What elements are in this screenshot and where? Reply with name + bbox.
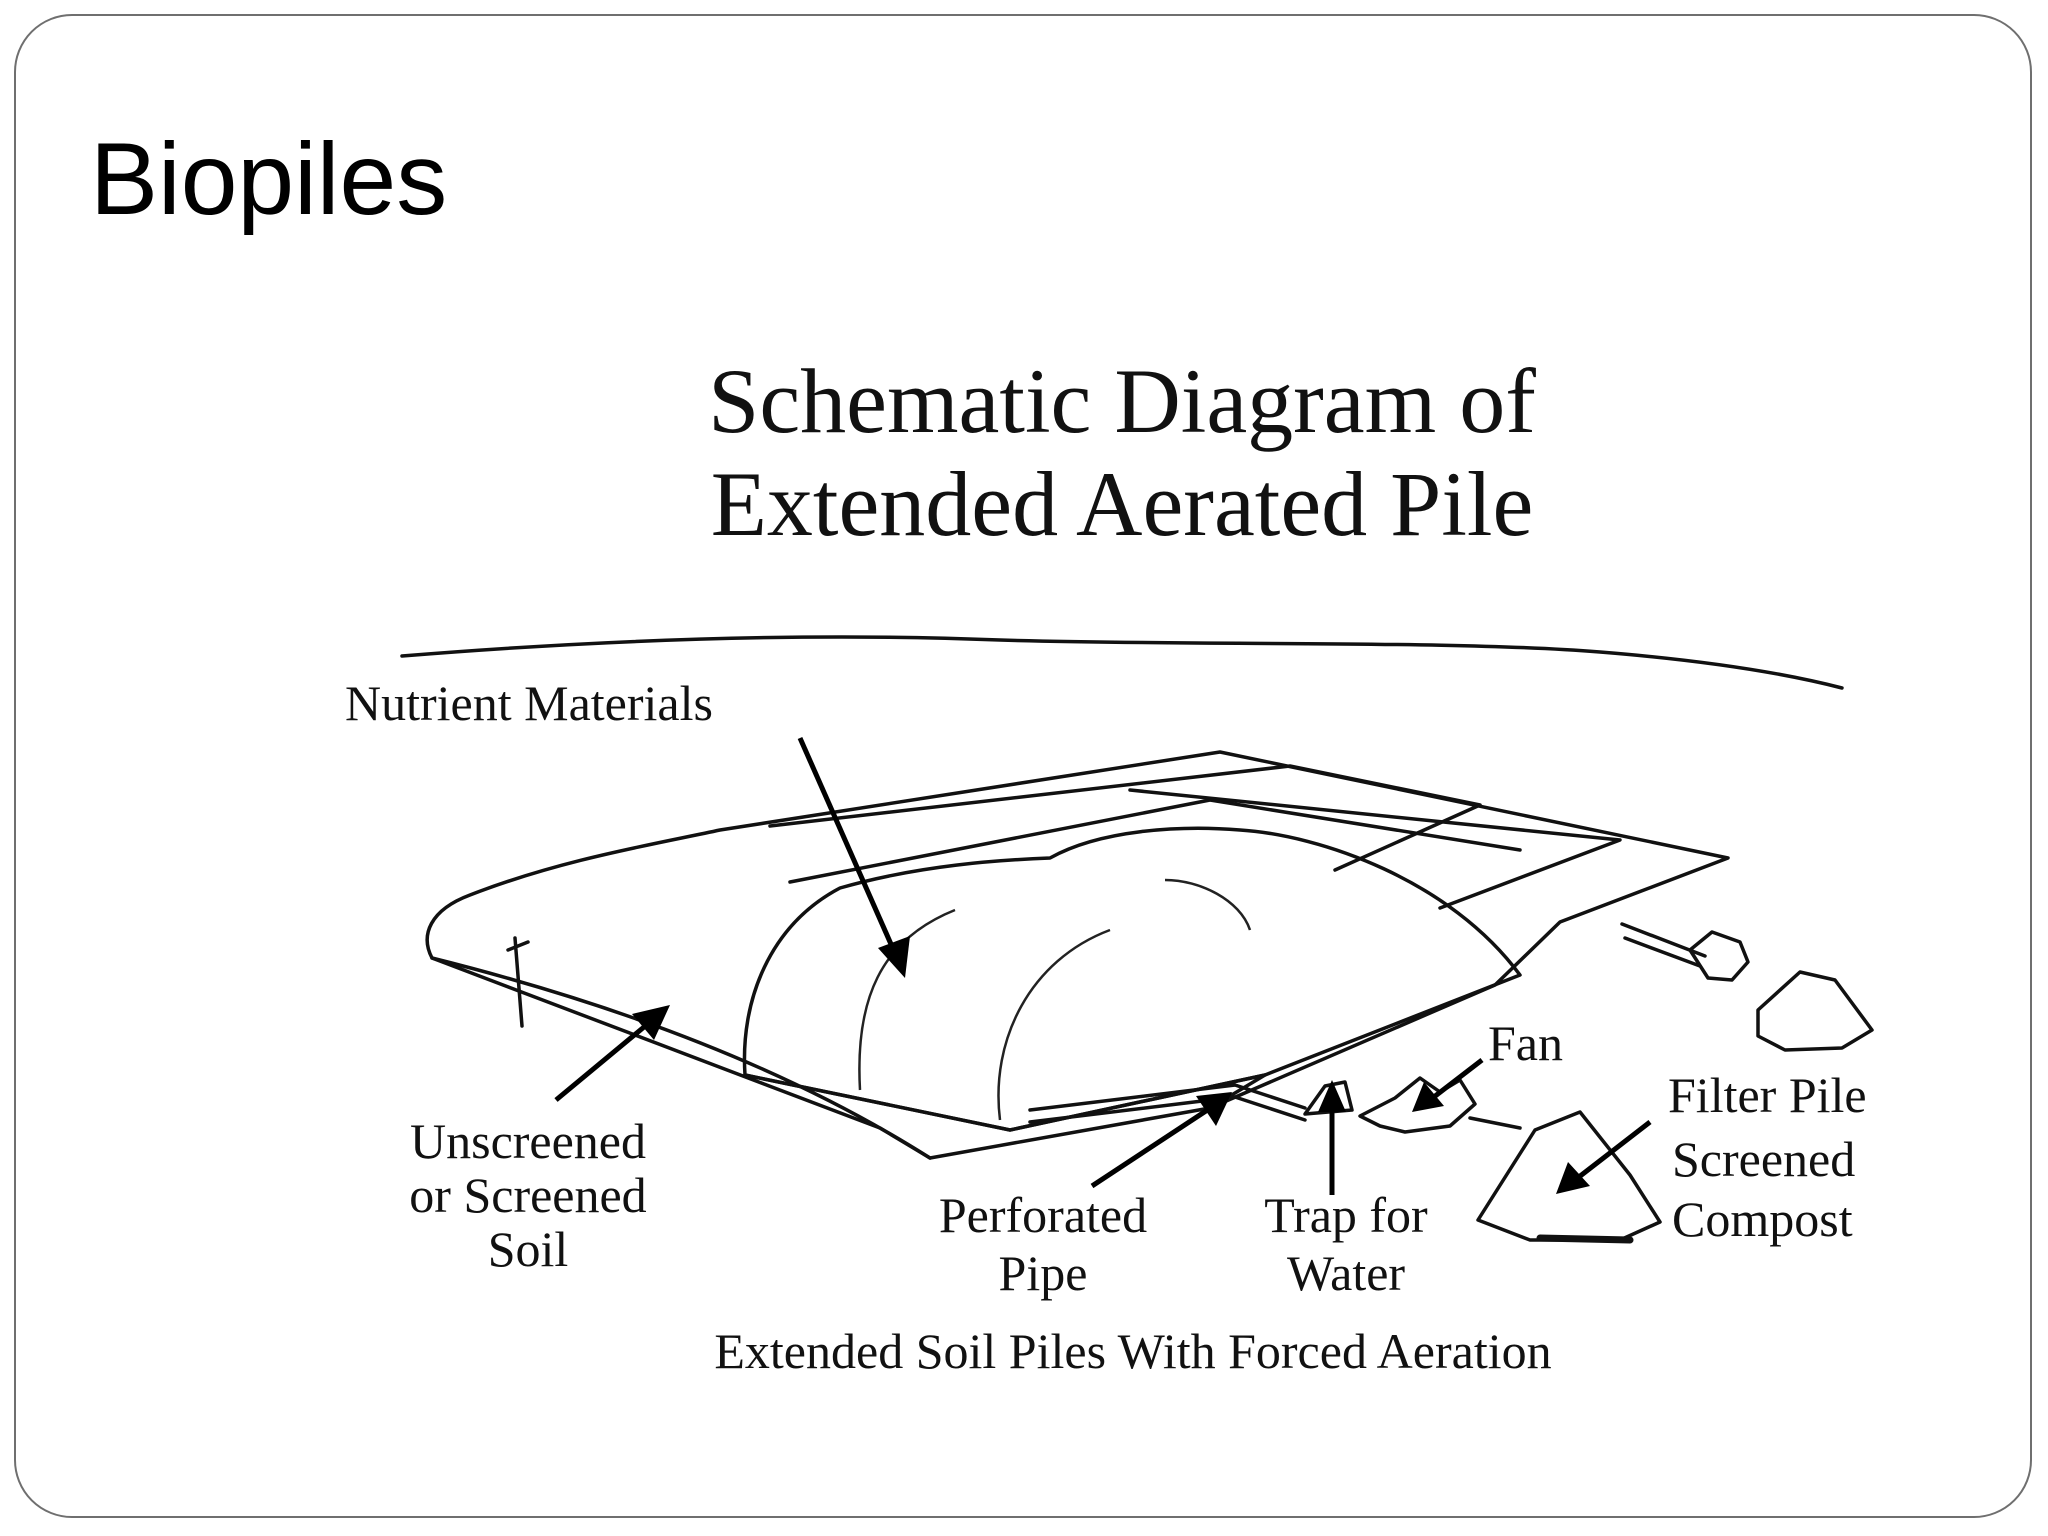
core-rib-3 xyxy=(1164,878,1252,931)
fan-housing xyxy=(1358,1076,1477,1134)
label-pipe-line2: Pipe xyxy=(999,1245,1088,1301)
perforated-pipe xyxy=(1028,1083,1307,1124)
label-soil-line3: Soil xyxy=(488,1221,569,1277)
label-nutrient-materials: Nutrient Materials xyxy=(345,675,713,731)
upper-filter-pile xyxy=(1756,970,1874,1052)
outer-soil-pile xyxy=(425,750,1730,1160)
core-rib-2 xyxy=(997,928,1111,1121)
cover-segment-1 xyxy=(768,764,1482,872)
fan-to-filter-pipe xyxy=(1468,1116,1522,1130)
label-trap-line1: Trap for xyxy=(1264,1187,1428,1243)
pile-side-line xyxy=(430,956,932,1160)
core-rib-1 xyxy=(858,908,956,1091)
label-pipe-line1: Perforated xyxy=(939,1187,1147,1243)
arrow-fan xyxy=(1412,1058,1484,1112)
base-slab xyxy=(743,1073,1267,1132)
diagram-heading-line1: Schematic Diagram of xyxy=(708,350,1536,452)
slide-frame xyxy=(14,14,2032,1518)
arrow-nutrient-materials xyxy=(797,736,910,978)
label-soil-line1: Unscreened xyxy=(410,1113,646,1169)
upper-fan xyxy=(1688,930,1750,982)
upper-duct xyxy=(1620,922,1707,968)
label-filter-line1: Filter Pile xyxy=(1668,1067,1867,1123)
diagram-caption: Extended Soil Piles With Forced Aeration xyxy=(714,1323,1551,1379)
label-trap-line2: Water xyxy=(1287,1245,1405,1301)
label-filter-line2: Screened xyxy=(1672,1131,1855,1187)
label-filter-line3: Compost xyxy=(1672,1191,1853,1247)
arrow-soil xyxy=(554,1005,670,1102)
horizon-line xyxy=(400,635,1844,690)
arrow-filter-pile xyxy=(1556,1120,1652,1194)
filter-pile-base xyxy=(1536,1234,1634,1244)
arrow-trap xyxy=(1318,1080,1346,1195)
slide-title: Biopiles xyxy=(90,122,448,236)
label-soil-line2: or Screened xyxy=(409,1167,646,1223)
diagram-heading-line2: Extended Aerated Pile xyxy=(711,453,1534,555)
soil-stake xyxy=(506,936,530,1028)
cover-segment-3 xyxy=(1128,788,1622,910)
cover-segment-2 xyxy=(788,798,1522,884)
inner-compost-core xyxy=(742,826,1522,1132)
label-fan: Fan xyxy=(1488,1015,1563,1071)
arrow-perforated-pipe xyxy=(1090,1092,1232,1189)
